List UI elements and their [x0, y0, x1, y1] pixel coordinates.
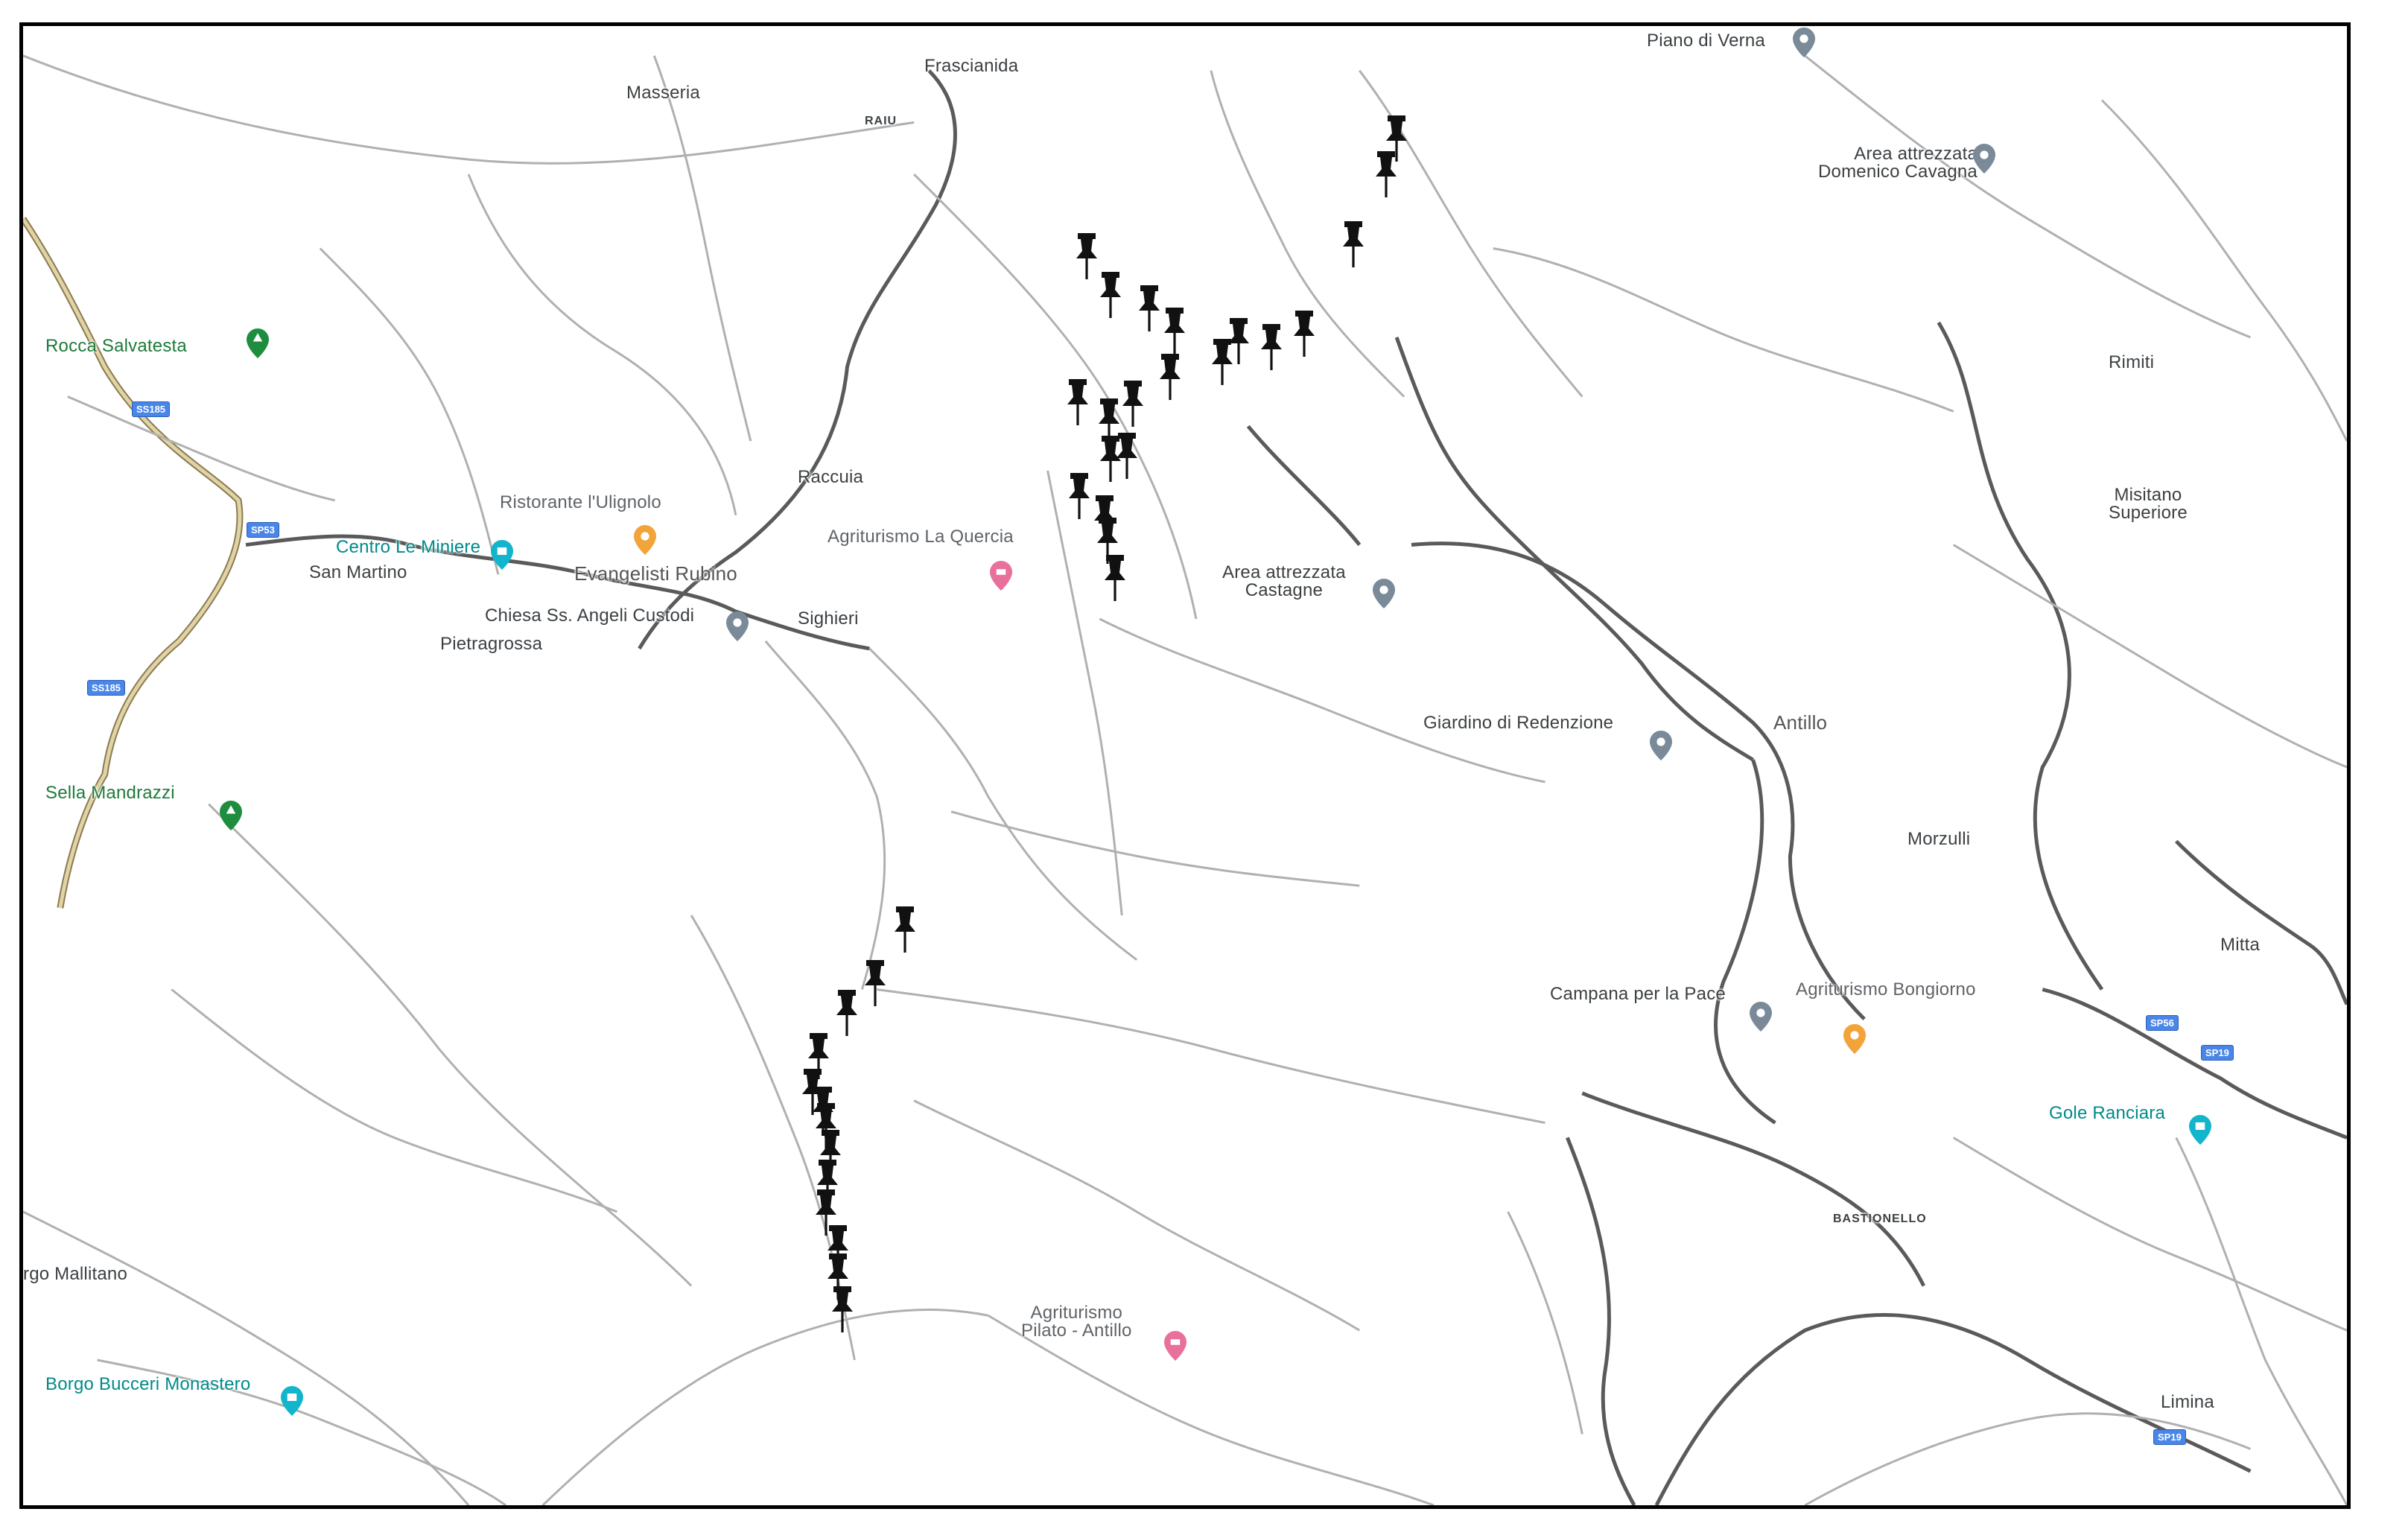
pushpin-icon[interactable] [1338, 221, 1368, 269]
pushpin-icon[interactable] [808, 1087, 838, 1134]
pushpin-icon[interactable] [1257, 324, 1286, 372]
hotel-pin-icon[interactable] [1843, 1024, 1876, 1066]
place-misitano[interactable]: Misitano Superiore [2109, 485, 2188, 523]
poi-campana[interactable]: Campana per la Pace [1550, 984, 1726, 1004]
place-bastionello[interactable]: BASTIONELLO [1833, 1213, 1927, 1225]
museum-pin-icon[interactable] [281, 1386, 314, 1428]
shield-sp19-a: SP19 [2201, 1045, 2234, 1061]
poi-centro-le-miniere[interactable]: Centro Le Miniere [336, 537, 481, 557]
map-pin-icon[interactable] [1793, 28, 1826, 69]
tree-pin-icon[interactable] [220, 801, 252, 842]
pushpin-icon[interactable] [1207, 339, 1237, 387]
poi-sella-mandrazzi[interactable]: Sella Mandrazzi [45, 783, 175, 803]
shield-sp19-b: SP19 [2153, 1429, 2186, 1445]
place-raiu[interactable]: RAIU [865, 115, 898, 127]
pushpin-icon[interactable] [1064, 473, 1094, 521]
place-san-martino[interactable]: San Martino [309, 562, 407, 582]
place-borgo-mallitano[interactable]: rgo Mallitano [23, 1264, 128, 1284]
place-chiesa[interactable]: Chiesa Ss. Angeli Custodi [485, 606, 695, 626]
museum-pin-icon[interactable] [491, 540, 524, 582]
poi-rocca-salvatesta[interactable]: Rocca Salvatesta [45, 336, 187, 356]
poi-agriturismo-bongiorno[interactable]: Agriturismo Bongiorno [1796, 979, 1976, 1000]
pushpin-icon[interactable] [1072, 233, 1102, 281]
pushpin-icon[interactable] [1096, 272, 1125, 320]
pushpin-icon[interactable] [1100, 555, 1130, 603]
secondary-roads [23, 54, 2347, 1505]
place-masseria[interactable]: Masseria [626, 83, 700, 103]
pushpin-icon[interactable] [1382, 115, 1411, 163]
pushpin-icon[interactable] [1224, 318, 1254, 366]
map-pin-icon[interactable] [1650, 731, 1683, 772]
place-piano-di-verna[interactable]: Piano di Verna [1647, 31, 1765, 51]
poi-borgo-bucceri[interactable]: Borgo Bucceri Monastero [45, 1374, 251, 1394]
poi-ristorante[interactable]: Ristorante l'Ulignolo [500, 492, 661, 512]
place-raccuia[interactable]: Raccuia [798, 467, 864, 487]
place-frascianida[interactable]: Frascianida [924, 56, 1019, 76]
map-pin-icon[interactable] [1373, 579, 1405, 620]
pushpin-icon[interactable] [1094, 398, 1124, 446]
shield-ss185-b: SS185 [87, 680, 126, 696]
place-sighieri[interactable]: Sighieri [798, 608, 859, 629]
museum-pin-icon[interactable] [2189, 1115, 2222, 1157]
map-frame[interactable]: Piano di Verna Frascianida Masseria RAIU… [19, 22, 2351, 1509]
shield-sp56: SP56 [2146, 1015, 2179, 1031]
highway-ss185 [23, 217, 244, 909]
pushpin-icon[interactable] [1371, 151, 1401, 199]
church-pin-icon[interactable] [726, 611, 759, 653]
pushpin-icon[interactable] [890, 906, 920, 954]
pushpin-icon[interactable] [832, 990, 862, 1037]
pushpin-icon[interactable] [860, 960, 890, 1008]
place-evangelisti-rubino[interactable]: Evangelisti Rubino [574, 562, 737, 585]
restaurant-pin-icon[interactable] [634, 525, 667, 567]
hotel-pin-icon[interactable] [1164, 1331, 1197, 1373]
pushpin-icon[interactable] [1112, 433, 1142, 480]
map-pin-icon[interactable] [1750, 1002, 1782, 1043]
place-rimiti[interactable]: Rimiti [2109, 352, 2155, 372]
pushpin-icon[interactable] [811, 1189, 841, 1237]
main-roads [245, 69, 2347, 1505]
place-morzulli[interactable]: Morzulli [1907, 829, 1971, 849]
pushpin-icon[interactable] [1093, 518, 1122, 565]
map-pin-icon[interactable] [1973, 144, 2006, 185]
tree-pin-icon[interactable] [247, 328, 279, 370]
pushpin-icon[interactable] [1134, 285, 1164, 333]
poi-gole-ranciara[interactable]: Gole Ranciara [2049, 1103, 2166, 1123]
pushpin-icon[interactable] [827, 1286, 857, 1334]
poi-agriturismo-pilato[interactable]: Agriturismo Pilato - Antillo [1021, 1303, 1132, 1341]
poi-area-domenico[interactable]: Area attrezzata Domenico Cavagna [1818, 144, 1977, 182]
shield-ss185-a: SS185 [132, 401, 171, 417]
pushpin-icon[interactable] [1160, 308, 1189, 355]
pushpin-icon[interactable] [1289, 311, 1319, 358]
map-canvas[interactable] [23, 26, 2347, 1505]
hotel-pin-icon[interactable] [990, 561, 1023, 603]
place-limina[interactable]: Limina [2161, 1392, 2214, 1412]
pushpin-icon[interactable] [1063, 379, 1093, 427]
shield-sp53: SP53 [247, 522, 279, 538]
pushpin-icon[interactable] [1096, 436, 1125, 483]
pushpin-icon[interactable] [1155, 354, 1185, 401]
place-pietragrossa[interactable]: Pietragrossa [440, 634, 543, 654]
poi-giardino[interactable]: Giardino di Redenzione [1423, 713, 1614, 733]
place-antillo[interactable]: Antillo [1773, 711, 1828, 734]
poi-agriturismo-la-quercia[interactable]: Agriturismo La Quercia [827, 527, 1014, 547]
pushpin-icon[interactable] [1118, 381, 1148, 428]
place-mitta[interactable]: Mitta [2220, 935, 2261, 955]
poi-area-castagne[interactable]: Area attrezzata Castagne [1222, 562, 1346, 600]
